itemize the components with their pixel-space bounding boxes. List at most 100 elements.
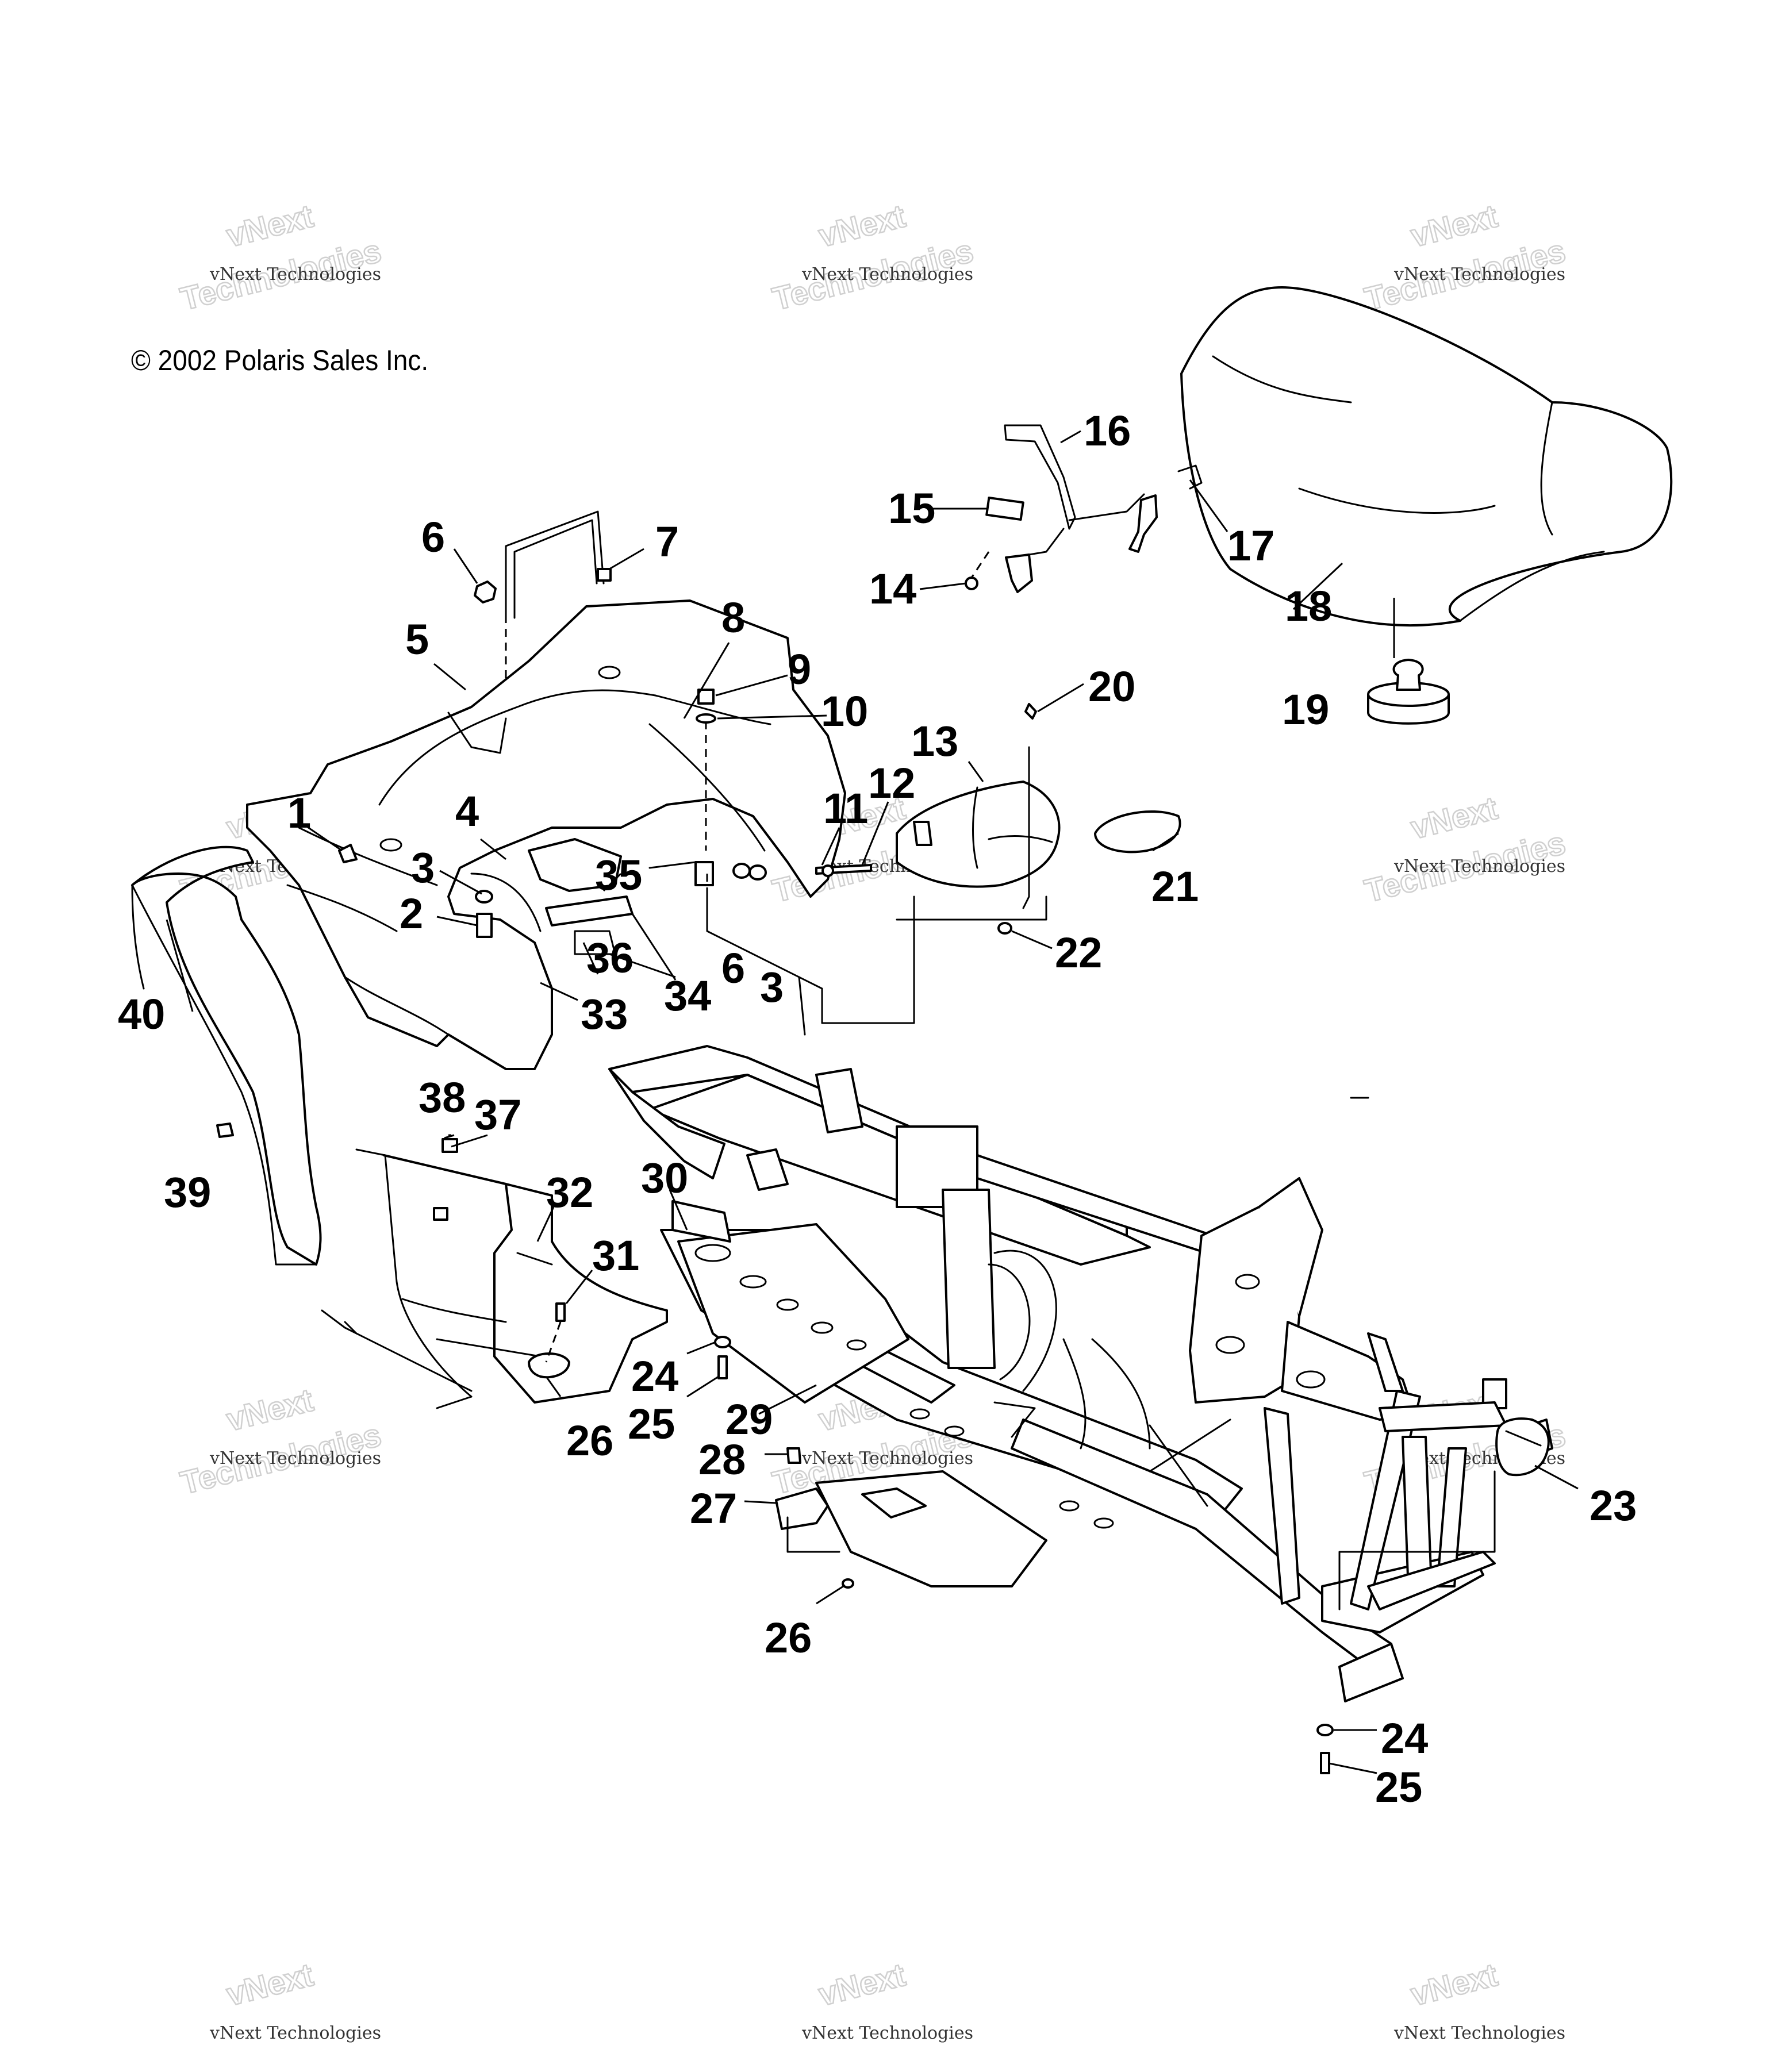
- callout-38: 38: [419, 1074, 466, 1121]
- small-screw-drawing: [997, 922, 1012, 935]
- left-hardware-drawing: [338, 844, 493, 938]
- callout-16: 16: [1084, 407, 1131, 455]
- callout-3: 3: [760, 963, 784, 1011]
- callout-19: 19: [1282, 686, 1329, 733]
- clip-drawing: [216, 1123, 234, 1138]
- watermark: vNext Technologies vNext Technologies: [176, 197, 385, 318]
- bolt-washer-drawing: [696, 689, 716, 851]
- lower-grommet-drawing: [842, 1578, 854, 1589]
- grommet-drawing: [528, 1302, 570, 1379]
- callout-26: 26: [765, 1614, 812, 1662]
- watermark: vNext Technologies vNext Technologies: [176, 1381, 385, 1502]
- seat-bumper-drawing: [1367, 598, 1450, 725]
- callout-36: 36: [586, 934, 634, 982]
- callout-24: 24: [1381, 1715, 1428, 1762]
- watermark-big-1: vNext: [815, 198, 909, 254]
- seat-drawing: [1180, 286, 1673, 626]
- callout-6: 6: [421, 513, 445, 561]
- toolbox-drawing: [896, 746, 1061, 909]
- watermark-small: vNext Technologies: [1393, 2023, 1565, 2043]
- side-bolt-drawing: [815, 864, 872, 877]
- callout-9: 9: [788, 645, 811, 693]
- oval-cover-drawing: [1094, 810, 1181, 854]
- watermark: vNext Technologies vNext Technologies: [768, 197, 977, 318]
- watermark: vNext vNext Technologies: [1393, 1955, 1565, 2043]
- footwell-drawing: [321, 1148, 668, 1409]
- watermark: vNext vNext Technologies: [801, 1955, 973, 2043]
- callout-12: 12: [868, 759, 915, 807]
- callout-34: 34: [664, 972, 711, 1020]
- callout-39: 39: [164, 1168, 211, 1216]
- watermark-small: vNext Technologies: [209, 264, 381, 285]
- callout-5: 5: [405, 616, 429, 663]
- callout-40: 40: [118, 990, 165, 1038]
- top-screw-drawing: [1024, 703, 1037, 720]
- guide-lines: [706, 890, 1369, 1099]
- watermark-big-1: vNext: [223, 1956, 317, 2013]
- callout-30: 30: [641, 1154, 688, 1202]
- watermark-small: vNext Technologies: [801, 264, 973, 285]
- callout-24: 24: [631, 1352, 678, 1400]
- watermark-big-1: vNext: [1407, 198, 1501, 254]
- rear-bolts-drawing: [714, 1336, 731, 1379]
- callout-29: 29: [725, 1396, 773, 1443]
- watermark: vNext Technologies vNext Technologies: [1360, 789, 1569, 910]
- callout-labels: 1 2 3 3 4 5 6 6 7 8 9 10 11 12 13 14 15 …: [118, 407, 1637, 1811]
- callout-6: 6: [721, 944, 745, 992]
- watermark-big-1: vNext: [1407, 790, 1501, 846]
- watermark-small: vNext Technologies: [801, 2023, 973, 2043]
- frame-drawing: [608, 1045, 1553, 1702]
- frame-bumper-drawing: [1338, 1417, 1550, 1610]
- rear-fender-drawing: [246, 599, 846, 1070]
- watermark-small: vNext Technologies: [209, 2023, 381, 2043]
- callout-8: 8: [721, 594, 745, 641]
- skid-bracket-drawing: [775, 1447, 840, 1553]
- callout-3: 3: [411, 844, 435, 891]
- callout-21: 21: [1151, 863, 1199, 910]
- watermark: vNext vNext Technologies: [209, 1955, 381, 2043]
- callout-17: 17: [1227, 522, 1274, 570]
- copyright-text: © 2002 Polaris Sales Inc.: [131, 344, 429, 376]
- nut-drawing: [474, 581, 497, 603]
- leader-lines: [166, 430, 1579, 1774]
- watermark-big-1: vNext: [223, 1382, 317, 1438]
- watermark-big-1: vNext: [815, 1956, 909, 2013]
- watermark-small: vNext Technologies: [209, 1448, 381, 1469]
- callout-23: 23: [1590, 1482, 1637, 1529]
- callout-32: 32: [546, 1168, 593, 1216]
- callout-10: 10: [821, 687, 868, 735]
- callout-14: 14: [869, 565, 916, 613]
- callout-22: 22: [1055, 929, 1102, 977]
- fender-bracket-drawing: [528, 838, 714, 892]
- callout-25: 25: [628, 1400, 675, 1448]
- callout-18: 18: [1285, 582, 1332, 630]
- watermark-small: vNext Technologies: [1393, 856, 1565, 877]
- watermark-small: vNext Technologies: [801, 1448, 973, 1469]
- callout-2: 2: [400, 890, 423, 937]
- seat-latch-drawing: [965, 424, 1203, 593]
- callout-37: 37: [474, 1091, 521, 1139]
- watermark: vNext Technologies vNext Technologies: [1360, 197, 1569, 318]
- callout-26: 26: [566, 1417, 613, 1464]
- mud-flap-drawing: [131, 845, 322, 1266]
- callout-35: 35: [595, 851, 642, 899]
- watermark-small: vNext Technologies: [1393, 264, 1565, 285]
- callout-15: 15: [888, 485, 935, 532]
- callout-33: 33: [581, 990, 628, 1038]
- callout-1: 1: [287, 789, 311, 837]
- callout-27: 27: [690, 1485, 737, 1532]
- footwell-screws-drawing: [433, 1138, 458, 1221]
- callout-13: 13: [911, 717, 958, 765]
- watermark-big-1: vNext: [223, 198, 317, 254]
- callout-4: 4: [455, 787, 479, 835]
- nut-pair-drawing: [706, 863, 767, 931]
- callout-28: 28: [698, 1436, 746, 1483]
- callout-7: 7: [655, 518, 679, 566]
- watermark-big-1: vNext: [1407, 1956, 1501, 2013]
- callout-25: 25: [1375, 1763, 1422, 1811]
- front-bolts-drawing: [1316, 1724, 1334, 1774]
- part-drawings: [131, 286, 1673, 1774]
- callout-31: 31: [592, 1232, 639, 1279]
- callout-11: 11: [823, 785, 868, 832]
